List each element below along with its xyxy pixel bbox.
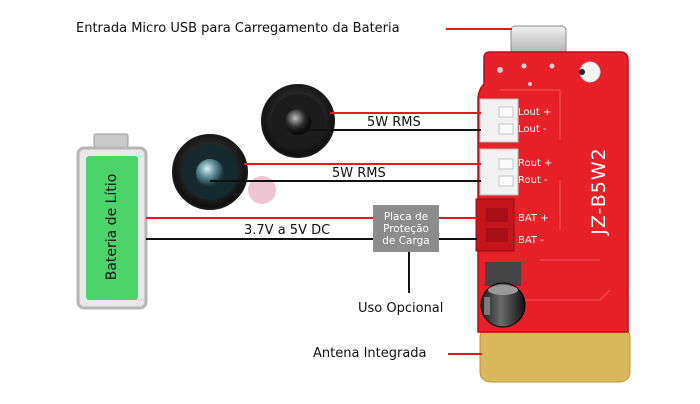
integrated-antenna-label: Antena Integrada: [313, 346, 427, 361]
battery-label: Bateria de Lítio: [104, 173, 120, 281]
connector-battery: [475, 198, 515, 252]
pin-rout-plus: Rout +: [518, 158, 553, 169]
amplifier-board: [475, 25, 631, 383]
speaker-1-power-label: 5W RMS: [367, 115, 421, 130]
speaker-1-dome: [285, 109, 311, 135]
wires: [146, 28, 512, 355]
pin-bat-plus: BAT +: [518, 213, 549, 224]
battery-voltage-label: 3.7V a 5V DC: [244, 223, 331, 238]
integrated-antenna: [479, 326, 631, 383]
connector-left-out: [479, 98, 519, 143]
connector-right-out: [479, 148, 519, 196]
board-model-label: JZ-B5W2: [588, 147, 610, 235]
protection-board-line3: de Carga: [382, 234, 430, 247]
pin-rout-minus: Rout -: [518, 175, 548, 186]
pin-lout-minus: Lout -: [518, 124, 547, 135]
speaker-2-power-label: 5W RMS: [332, 166, 386, 181]
protection-board: Placa de Proteção de Carga: [373, 205, 439, 252]
optional-use-label: Uso Opcional: [358, 301, 444, 316]
battery-terminal: [93, 133, 129, 148]
pin-lout-plus: Lout +: [518, 107, 552, 118]
protection-board-line1: Placa de: [383, 210, 429, 223]
battery: [76, 133, 148, 310]
battery-fill: [86, 156, 138, 300]
capacitor: [480, 282, 526, 328]
speaker-right-channel: [172, 134, 276, 210]
speaker-2-dome: [196, 159, 224, 187]
speaker-left-channel: [261, 84, 335, 158]
usb-charging-label: Entrada Micro USB para Carregamento da B…: [76, 21, 400, 36]
protection-board-line2: Proteção: [383, 222, 429, 235]
pin-bat-minus: BAT -: [518, 235, 544, 246]
